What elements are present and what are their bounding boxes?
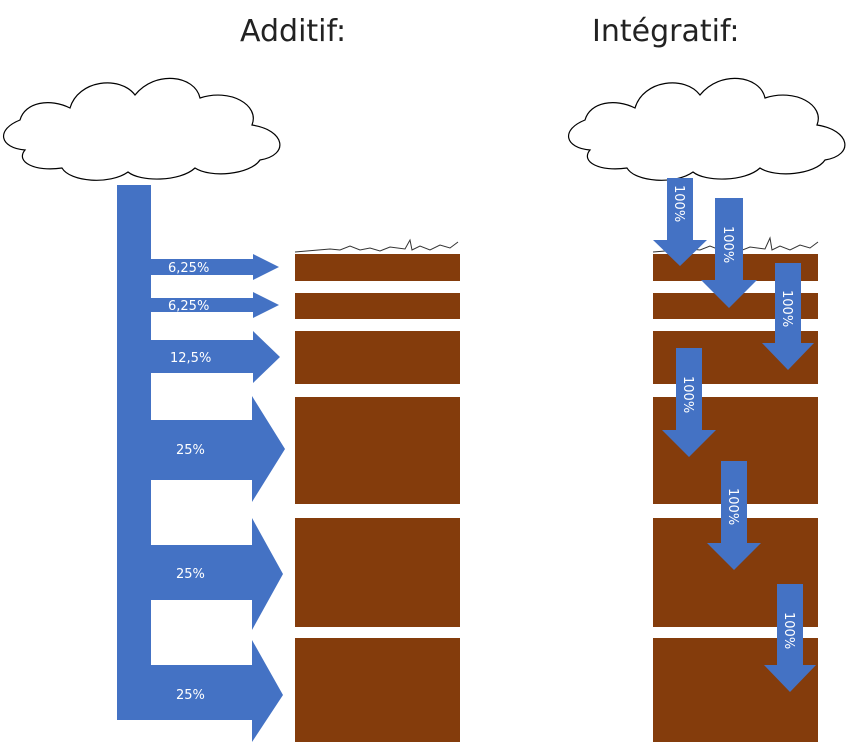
soil-layer-6 bbox=[295, 638, 460, 742]
grass-right bbox=[652, 236, 819, 253]
additif-arrow-4 bbox=[151, 396, 285, 502]
title-additif: Additif: bbox=[240, 14, 347, 49]
soil-layer-2 bbox=[295, 293, 460, 319]
additif-label-4: 25% bbox=[176, 443, 205, 458]
integratif-label-4: 100% bbox=[680, 376, 695, 413]
integratif-label-3: 100% bbox=[779, 290, 794, 327]
integratif-arrow-2 bbox=[701, 198, 757, 308]
soil-layer-4 bbox=[295, 397, 460, 504]
additif-arrow-1 bbox=[151, 254, 279, 280]
integratif-label-2: 100% bbox=[720, 226, 735, 263]
integratif-arrow-5 bbox=[707, 461, 761, 570]
integratif-label-5: 100% bbox=[725, 488, 740, 525]
integratif-label-1: 100% bbox=[671, 185, 686, 222]
integratif-diagram: 100% 100% 100% 100% 100% 100% bbox=[567, 77, 846, 742]
grass-left bbox=[294, 238, 459, 253]
soil-layer-3 bbox=[295, 331, 460, 384]
soil-layer-5 bbox=[295, 518, 460, 627]
cloud-right-icon bbox=[567, 77, 846, 181]
additif-arrow-2 bbox=[151, 292, 279, 318]
integratif-arrow-1 bbox=[653, 178, 707, 266]
additif-label-5: 25% bbox=[176, 567, 205, 582]
additif-label-1: 6,25% bbox=[168, 261, 209, 276]
additif-label-2: 6,25% bbox=[168, 299, 209, 314]
additif-arrow-6 bbox=[151, 640, 283, 742]
additif-stem-arrow bbox=[117, 185, 151, 720]
soil-layer-1 bbox=[295, 254, 460, 281]
additif-arrow-5 bbox=[151, 518, 283, 630]
integratif-label-6: 100% bbox=[781, 612, 796, 649]
title-integratif: Intégratif: bbox=[592, 14, 740, 49]
additif-arrow-3 bbox=[151, 331, 280, 383]
additif-label-3: 12,5% bbox=[170, 351, 211, 366]
integratif-arrow-6 bbox=[764, 584, 816, 692]
integratif-arrow-1-top bbox=[667, 178, 693, 198]
additif-label-6: 25% bbox=[176, 688, 205, 703]
integratif-arrow-3 bbox=[762, 263, 814, 370]
integratif-arrow-4 bbox=[662, 348, 716, 457]
cloud-left-icon bbox=[2, 77, 281, 181]
additif-diagram: 6,25% 6,25% 12,5% 25% 25% 25% bbox=[2, 77, 460, 742]
